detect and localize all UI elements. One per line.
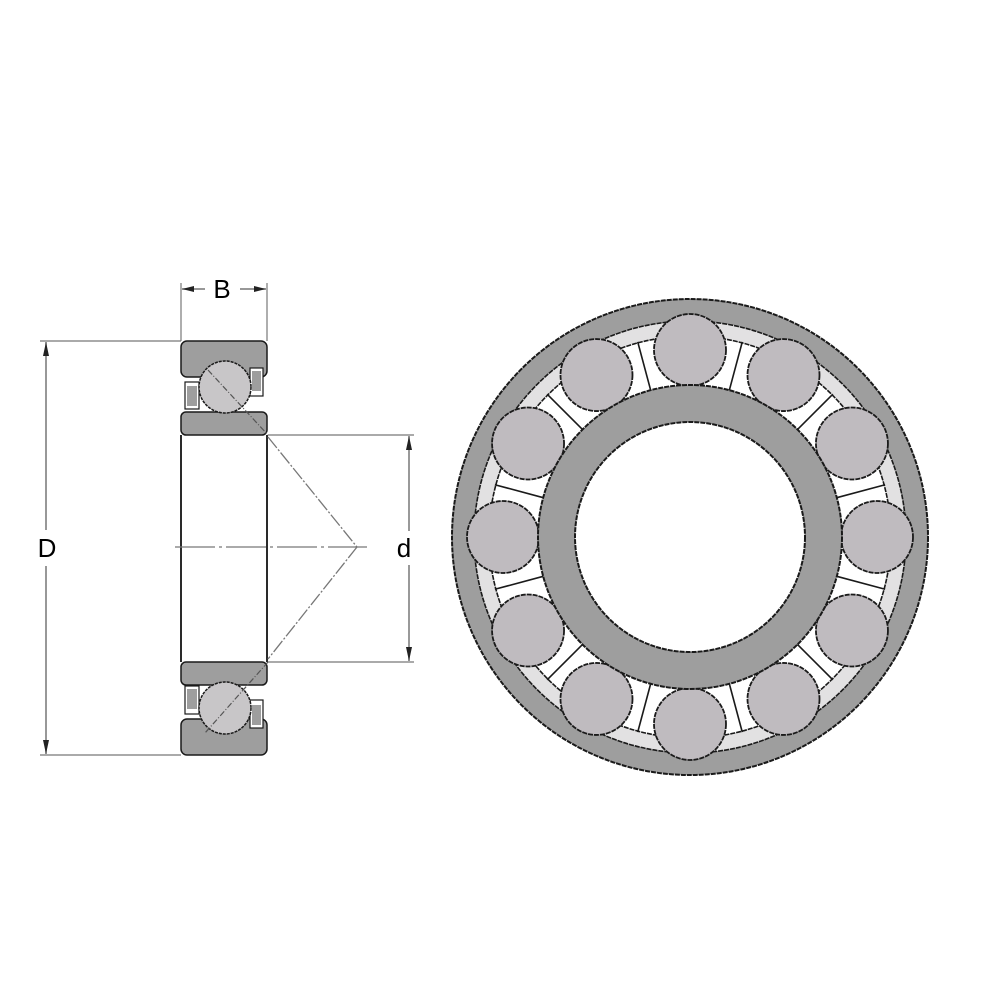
ball [840,500,914,574]
cage-bar [834,483,886,499]
cage-left-top-fill [187,386,197,406]
ball [653,687,727,761]
ball [491,593,565,668]
d-arrow-top [406,436,412,450]
contact-line-bottom [204,661,269,734]
ball [815,593,889,668]
cage-bar [636,341,652,393]
dimension-d: d [268,434,414,663]
ball [746,662,821,736]
D-arrow-bottom [43,740,49,754]
ball [466,500,540,574]
ball [746,338,821,412]
dimension-B: B [180,274,268,341]
side-top-section [180,340,269,436]
ball [559,662,634,736]
cage-bar [834,575,886,591]
cage-right-bottom-fill [252,705,261,725]
B-label: B [213,274,230,304]
ball [653,313,727,387]
cage-bar [728,681,744,733]
cage-bar [728,341,744,393]
D-arrow-top [43,342,49,356]
cage-bar [494,483,546,499]
d-label: d [397,533,411,563]
contact-line-top [207,369,269,436]
cage-bar [636,681,652,733]
cage-bars [494,341,886,733]
cage-bar [494,575,546,591]
bore [574,421,806,653]
cage-bar [795,393,834,432]
side-view: B D d [38,274,414,756]
D-label: D [38,533,57,563]
cage-left-bottom-fill [187,689,197,709]
cage-bar [546,642,585,681]
B-arrow-right [254,286,266,292]
ball-section-top [198,360,252,414]
side-bottom-section [180,661,269,756]
ball [559,338,634,412]
ball [491,406,565,481]
contact-angle-line-upper [267,436,358,548]
ball [815,406,889,481]
balls [466,313,914,761]
d-arrow-bottom [406,647,412,661]
dimension-D: D [38,340,181,756]
front-view [451,298,929,776]
B-arrow-left [182,286,194,292]
cage-bar [795,642,834,681]
cage-bar [546,393,585,432]
contact-angle-line-lower [267,546,358,660]
cage-right-top-fill [252,371,261,391]
inner-ring-section-top [180,411,268,436]
